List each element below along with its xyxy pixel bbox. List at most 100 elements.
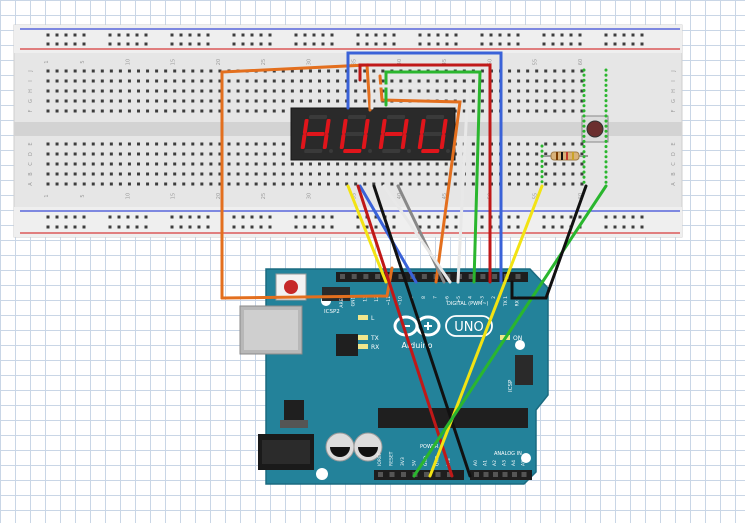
breadboard-hole[interactable] [200, 79, 204, 83]
breadboard-hole[interactable] [245, 172, 249, 176]
breadboard-hole[interactable] [245, 79, 249, 83]
breadboard-hole[interactable] [254, 172, 258, 176]
breadboard-hole[interactable] [227, 182, 231, 186]
breadboard-hole[interactable] [435, 79, 439, 83]
breadboard-hole[interactable] [435, 162, 439, 166]
breadboard-hole[interactable] [580, 79, 584, 83]
breadboard-hole[interactable] [227, 152, 231, 156]
breadboard-hole[interactable] [562, 162, 566, 166]
breadboard-hole[interactable] [480, 99, 484, 103]
rail-hole[interactable] [55, 215, 59, 219]
rail-hole[interactable] [604, 225, 608, 229]
breadboard-hole[interactable] [146, 99, 150, 103]
rail-hole[interactable] [64, 33, 68, 37]
breadboard-hole[interactable] [173, 79, 177, 83]
rail-hole[interactable] [188, 33, 192, 37]
breadboard-hole[interactable] [209, 142, 213, 146]
rail-hole[interactable] [303, 225, 307, 229]
wire-blue-2[interactable] [358, 184, 418, 284]
breadboard-hole[interactable] [372, 89, 376, 93]
breadboard-hole[interactable] [218, 109, 222, 113]
rail-hole[interactable] [179, 215, 183, 219]
breadboard-hole[interactable] [200, 69, 204, 73]
rail-hole[interactable] [542, 42, 546, 46]
breadboard-hole[interactable] [372, 99, 376, 103]
rail-hole[interactable] [188, 42, 192, 46]
breadboard-hole[interactable] [526, 182, 530, 186]
breadboard-hole[interactable] [182, 142, 186, 146]
breadboard-hole[interactable] [109, 89, 113, 93]
breadboard-hole[interactable] [290, 99, 294, 103]
breadboard-hole[interactable] [571, 69, 575, 73]
breadboard-hole[interactable] [191, 172, 195, 176]
breadboard-hole[interactable] [146, 89, 150, 93]
wire-red[interactable] [358, 63, 492, 284]
rail-hole[interactable] [250, 215, 254, 219]
breadboard-hole[interactable] [109, 162, 113, 166]
breadboard-hole[interactable] [272, 79, 276, 83]
breadboard-hole[interactable] [354, 89, 358, 93]
breadboard-hole[interactable] [272, 152, 276, 156]
rail-hole[interactable] [578, 215, 582, 219]
breadboard-hole[interactable] [272, 172, 276, 176]
breadboard-hole[interactable] [127, 152, 131, 156]
breadboard-hole[interactable] [444, 182, 448, 186]
breadboard-hole[interactable] [426, 172, 430, 176]
header-pin[interactable] [424, 472, 429, 477]
breadboard-hole[interactable] [318, 89, 321, 93]
breadboard-hole[interactable] [517, 79, 521, 83]
rail-hole[interactable] [144, 215, 148, 219]
rail-hole[interactable] [259, 42, 263, 46]
rail-hole[interactable] [321, 33, 325, 37]
breadboard-hole[interactable] [73, 162, 77, 166]
breadboard-hole[interactable] [64, 99, 68, 103]
rail-hole[interactable] [126, 42, 130, 46]
rail-hole[interactable] [144, 42, 148, 46]
breadboard-hole[interactable] [218, 89, 222, 93]
rail-hole[interactable] [578, 42, 582, 46]
breadboard-hole[interactable] [227, 79, 231, 83]
breadboard-hole[interactable] [390, 182, 394, 186]
breadboard-hole[interactable] [118, 69, 122, 73]
breadboard-hole[interactable] [571, 79, 575, 83]
rail-hole[interactable] [117, 42, 121, 46]
breadboard-hole[interactable] [544, 69, 548, 73]
breadboard-hole[interactable] [281, 162, 285, 166]
rail-hole[interactable] [480, 42, 484, 46]
rail-hole[interactable] [507, 42, 511, 46]
breadboard-hole[interactable] [254, 142, 258, 146]
header-pin[interactable] [492, 274, 498, 279]
breadboard-hole[interactable] [218, 162, 222, 166]
header-pin[interactable] [435, 472, 441, 477]
breadboard-hole[interactable] [272, 162, 276, 166]
breadboard-hole[interactable] [146, 152, 150, 156]
wire-blue-1[interactable] [346, 51, 503, 284]
header-pin[interactable] [512, 472, 517, 477]
breadboard-hole[interactable] [363, 89, 367, 93]
breadboard-hole[interactable] [200, 109, 204, 113]
breadboard-hole[interactable] [164, 109, 168, 113]
rail-hole[interactable] [312, 42, 316, 46]
breadboard-hole[interactable] [100, 152, 104, 156]
breadboard-hole[interactable] [227, 142, 231, 146]
breadboard-hole[interactable] [435, 89, 439, 93]
breadboard-hole[interactable] [381, 162, 385, 166]
breadboard-hole[interactable] [155, 182, 159, 186]
breadboard-hole[interactable] [281, 69, 285, 73]
rail-hole[interactable] [454, 42, 458, 46]
wire-orange-1-board[interactable] [220, 266, 394, 300]
breadboard-hole[interactable] [526, 142, 530, 146]
breadboard-hole[interactable] [462, 109, 466, 113]
rail-hole[interactable] [418, 42, 422, 46]
rail-hole[interactable] [622, 42, 626, 46]
breadboard-hole[interactable] [526, 69, 530, 73]
rail-hole[interactable] [631, 215, 635, 219]
breadboard-hole[interactable] [263, 162, 267, 166]
breadboard-hole[interactable] [82, 152, 86, 156]
rail-hole[interactable] [108, 33, 112, 37]
breadboard-hole[interactable] [571, 109, 575, 113]
rail-hole[interactable] [454, 33, 458, 37]
breadboard-hole[interactable] [290, 172, 294, 176]
rail-hole[interactable] [179, 225, 183, 229]
rail-hole[interactable] [197, 42, 201, 46]
